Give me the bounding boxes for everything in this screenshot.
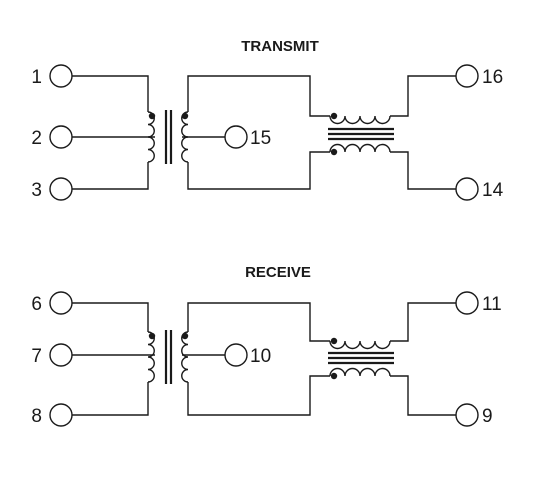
transmit-polarity-dot xyxy=(148,112,156,120)
pin-label-15: 15 xyxy=(250,128,271,149)
pin-label-1: 1 xyxy=(31,67,42,88)
receive-section: RECEIVE 6 xyxy=(31,264,501,427)
receive-wire-secondary-bottom xyxy=(187,375,330,416)
pin-terminal xyxy=(455,177,479,201)
transmit-choke-dot xyxy=(330,148,338,156)
pin-terminal xyxy=(49,343,73,367)
pin-terminal xyxy=(49,125,73,149)
transmit-polarity-dot xyxy=(181,112,189,120)
transmit-wire-secondary-bottom xyxy=(187,151,330,190)
receive-wire-pin6 xyxy=(72,302,149,332)
receive-primary-coil xyxy=(147,331,155,383)
pin-label-11: 11 xyxy=(482,294,502,315)
receive-choke-top-coil xyxy=(329,340,391,350)
transmit-wire-pin3 xyxy=(72,162,149,190)
pin-label-9: 9 xyxy=(482,406,493,427)
receive-wire-pin8 xyxy=(72,382,149,416)
pin-label-6: 6 xyxy=(31,294,42,315)
receive-title: RECEIVE xyxy=(245,264,311,281)
pin-terminal xyxy=(49,177,73,201)
pin-terminal xyxy=(455,64,479,88)
transmit-primary-coil xyxy=(147,111,155,163)
pin-terminal xyxy=(49,403,73,427)
pin-label-10: 10 xyxy=(250,346,271,367)
transmit-section: TRANSMIT xyxy=(31,38,503,201)
transmit-wire-secondary-top xyxy=(187,75,330,117)
receive-wire-pin9 xyxy=(390,375,456,416)
transmit-wire-pin14 xyxy=(390,151,456,190)
transmit-wire-pin1 xyxy=(72,75,149,112)
pin-terminal xyxy=(224,125,248,149)
pin-label-7: 7 xyxy=(31,346,42,367)
transmit-choke-top-coil xyxy=(329,115,391,125)
pin-label-14: 14 xyxy=(482,180,504,201)
pin-terminal xyxy=(455,403,479,427)
transmit-choke-bottom-coil xyxy=(329,143,391,153)
receive-wire-secondary-top xyxy=(187,302,330,342)
receive-choke-dot xyxy=(330,337,338,345)
transmit-wire-pin16 xyxy=(390,75,456,117)
receive-wire-pin11 xyxy=(390,302,456,342)
receive-polarity-dot xyxy=(148,332,156,340)
pin-label-2: 2 xyxy=(31,128,42,149)
pin-label-3: 3 xyxy=(31,180,42,201)
transmit-choke-dot xyxy=(330,112,338,120)
receive-secondary-coil xyxy=(181,331,189,383)
pin-label-8: 8 xyxy=(31,406,42,427)
pin-terminal xyxy=(224,343,248,367)
pin-terminal xyxy=(49,64,73,88)
pin-terminal xyxy=(455,291,479,315)
receive-polarity-dot xyxy=(181,332,189,340)
pin-terminal xyxy=(49,291,73,315)
receive-choke-dot xyxy=(330,372,338,380)
pin-label-16: 16 xyxy=(482,67,503,88)
receive-choke-bottom-coil xyxy=(329,367,391,377)
transmit-title: TRANSMIT xyxy=(241,38,319,55)
